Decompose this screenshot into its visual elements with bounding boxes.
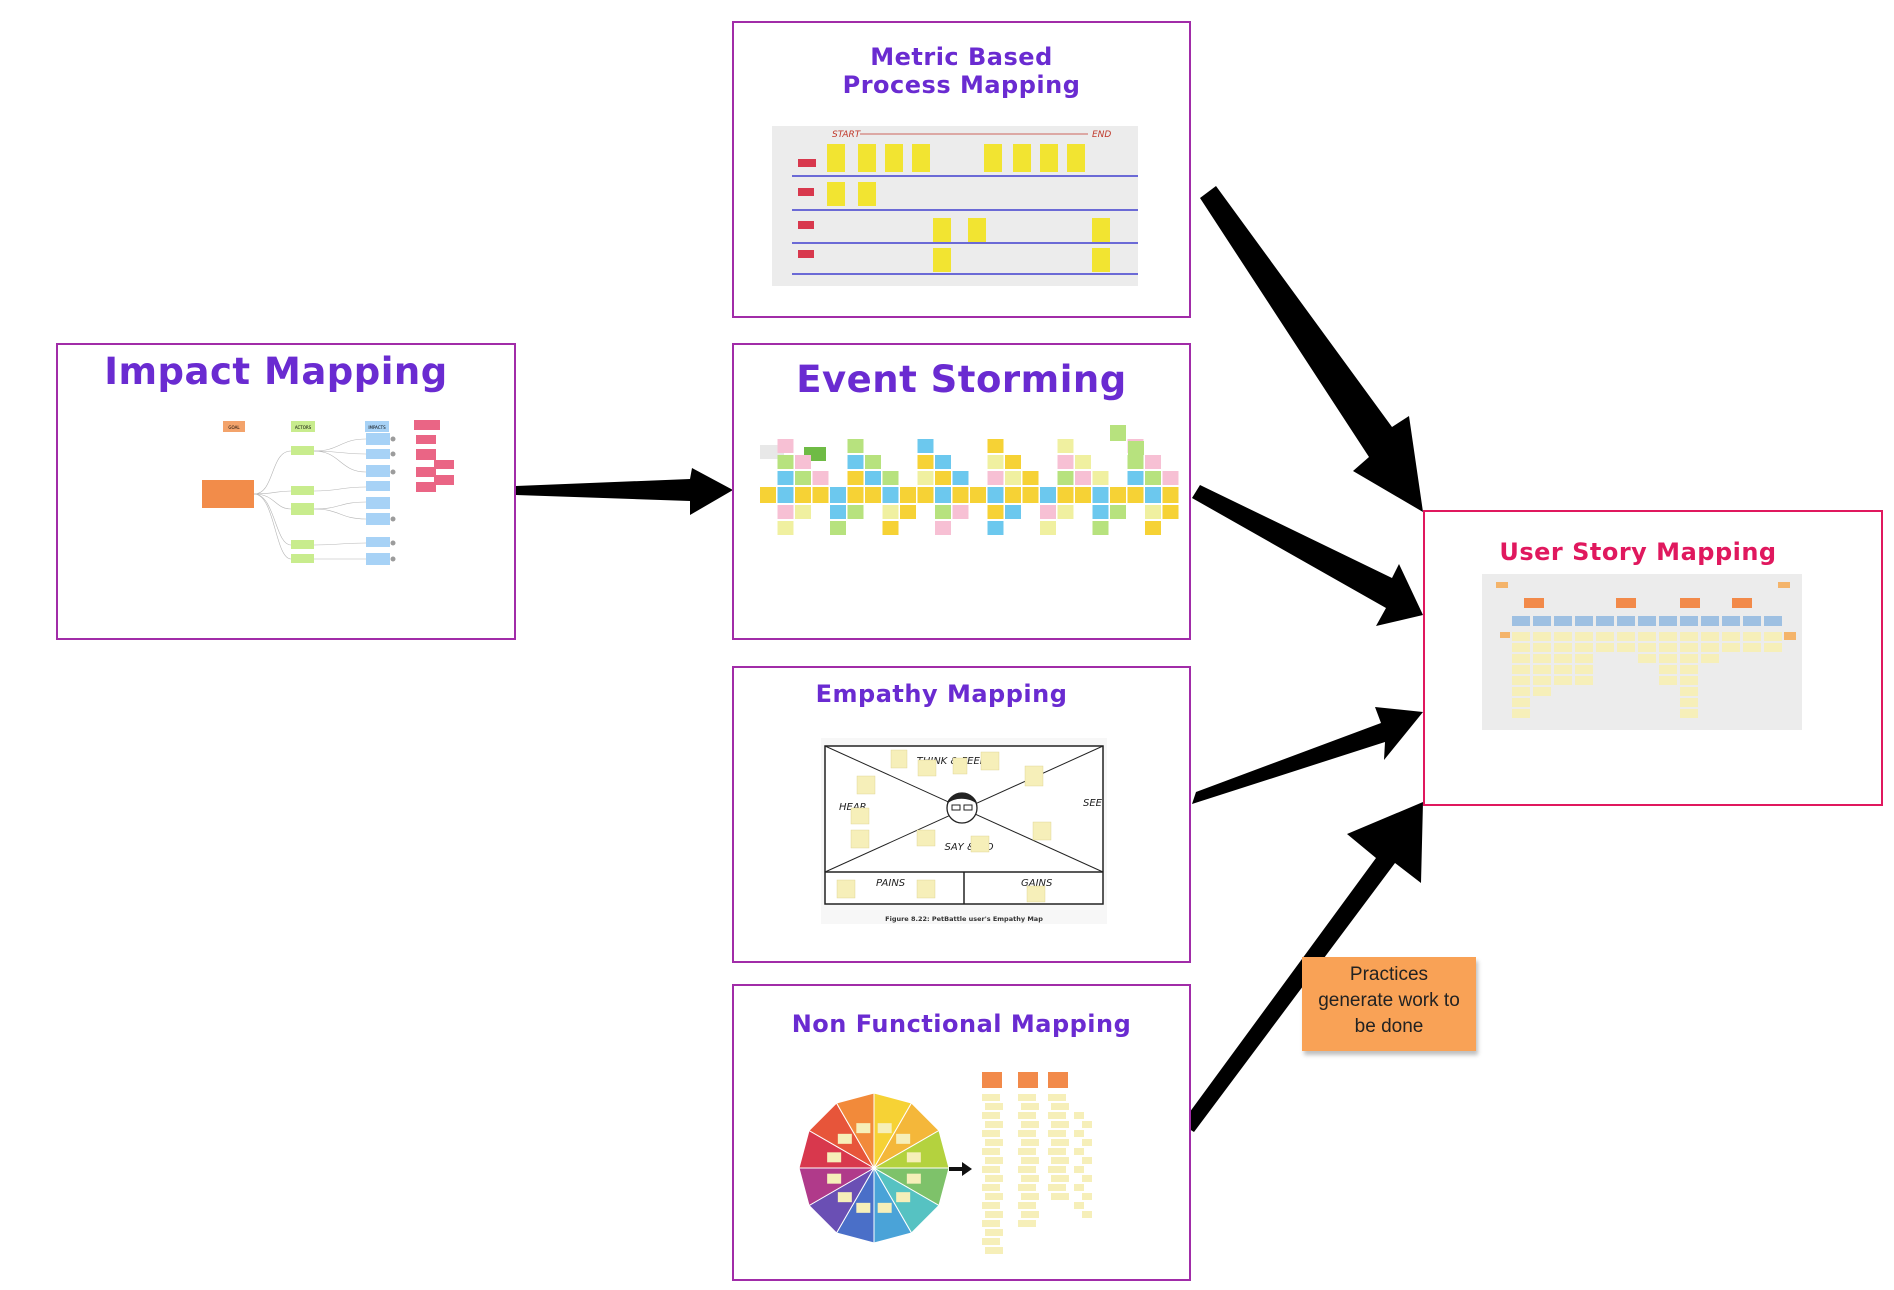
- impact-thumbnail: GOAL ACTORS IMPACTS: [202, 420, 454, 565]
- userstory-thumbnail: [1482, 574, 1802, 730]
- impact-impacts-label: IMPACTS: [368, 425, 386, 430]
- metric-title-line2: Process Mapping: [842, 71, 1081, 99]
- nonfunctional-card[interactable]: Non Functional Mapping: [732, 984, 1191, 1281]
- metric-end-label: END: [1092, 130, 1111, 140]
- empathy-title: Empathy Mapping: [815, 680, 1068, 708]
- arrow-empathy-to-userstory: [1192, 707, 1423, 804]
- practices-note: Practices generate work to be done: [1302, 957, 1476, 1051]
- userstory-title: User Story Mapping: [1499, 538, 1777, 566]
- empathy-say-do: SAY & DO: [944, 842, 993, 853]
- empathy-pains: PAINS: [876, 878, 906, 889]
- impact-goal-label: GOAL: [228, 425, 240, 430]
- metric-start-label: START: [832, 130, 862, 140]
- empathy-card[interactable]: Empathy Mapping THINK & FEEL HEAR SEE SA…: [732, 666, 1191, 963]
- empathy-see: SEE: [1083, 798, 1103, 809]
- metric-card[interactable]: Metric Based Process Mapping START END: [732, 21, 1191, 318]
- note-line-1: Practices: [1349, 964, 1429, 985]
- arrow-impact-to-event: [516, 468, 733, 515]
- note-line-3: be done: [1354, 1016, 1424, 1037]
- impact-title: Impact Mapping: [104, 350, 448, 393]
- empathy-caption: Figure 8.22: PetBattle user's Empathy Ma…: [885, 915, 1043, 923]
- note-line-2: generate work to: [1318, 990, 1460, 1011]
- arrow-event-to-userstory: [1192, 485, 1423, 626]
- empathy-gains: GAINS: [1021, 878, 1053, 889]
- nonfunctional-title: Non Functional Mapping: [791, 1010, 1132, 1038]
- metric-thumbnail: START END: [772, 126, 1138, 286]
- empathy-hear: HEAR: [839, 802, 867, 813]
- arrow-metric-to-userstory: [1200, 186, 1423, 512]
- nonfunctional-thumbnail: [798, 1072, 1092, 1254]
- userstory-card[interactable]: User Story Mapping: [1423, 510, 1883, 806]
- impact-actors-label: ACTORS: [295, 425, 312, 430]
- event-card[interactable]: Event Storming: [732, 343, 1191, 640]
- empathy-think-feel: THINK & FEEL: [917, 756, 986, 767]
- impact-card[interactable]: Impact Mapping GOAL ACTORS IMPACTS: [56, 343, 516, 640]
- metric-title-line1: Metric Based: [870, 43, 1053, 71]
- event-title: Event Storming: [796, 358, 1127, 401]
- metric-title: Metric Based Process Mapping: [734, 45, 1189, 97]
- empathy-thumbnail: THINK & FEEL HEAR SEE SAY & DO PAINS GAI…: [821, 738, 1107, 924]
- event-thumbnail: [760, 425, 1179, 535]
